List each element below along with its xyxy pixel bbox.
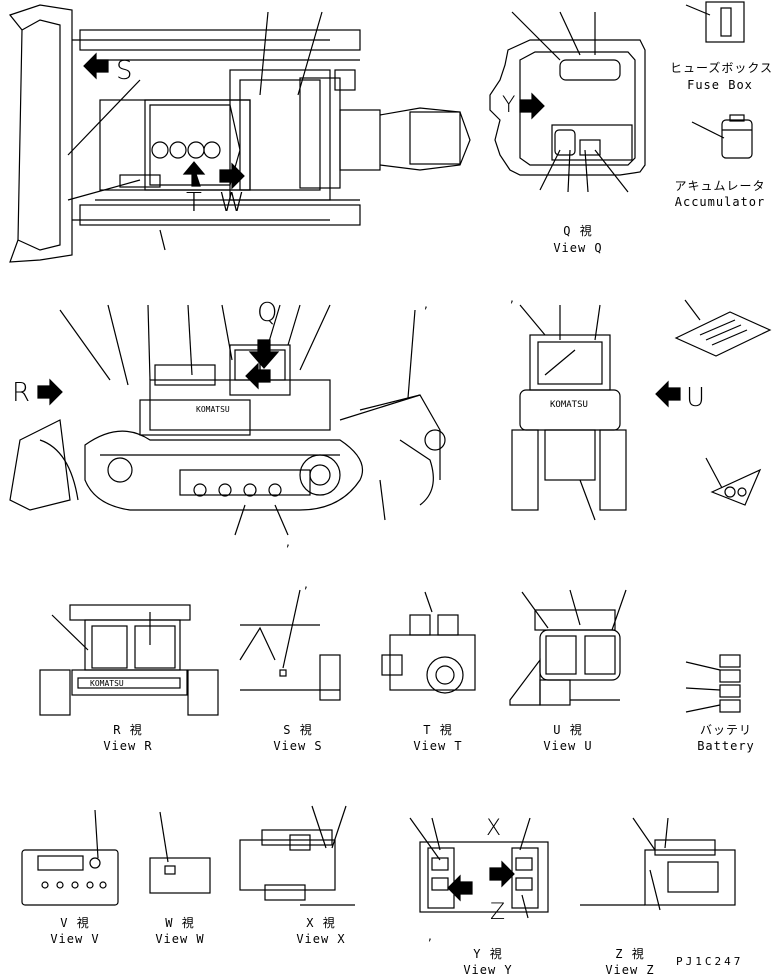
view-r-label-en: View R [103, 739, 153, 753]
view-s-label-en: View S [273, 739, 323, 753]
view-w-drawing [149, 811, 211, 894]
view-z-label-en: View Z [605, 963, 655, 977]
view-letter-u: U [686, 383, 706, 413]
view-r-label-jp: R 視 [113, 723, 143, 737]
brand-label-view-r: KOMATSU [90, 679, 124, 688]
view-letter-s: S [116, 56, 133, 86]
view-letter-w: W [219, 188, 245, 218]
view-u-drawing [509, 589, 627, 706]
view-v-label-en: View V [50, 932, 100, 946]
drawing-code: PJ1C247 [676, 955, 744, 968]
top-view-dozer [8, 4, 471, 263]
view-letter-q: Q [257, 298, 278, 328]
view-v-label-jp: V 視 [60, 916, 90, 930]
view-letter-r: R [12, 378, 31, 408]
view-t-drawing [381, 591, 476, 694]
view-letter-t: T [186, 188, 202, 218]
tick-mark: , [424, 297, 428, 311]
view-y-drawing [409, 817, 549, 919]
view-x-label-jp: X 視 [306, 916, 336, 930]
battery-label-en: Battery [697, 739, 755, 753]
battery-label-jp: バッテリ [699, 723, 752, 737]
fuse-box-label-jp: ヒューズボックス [670, 61, 772, 75]
tick-mark: , [286, 535, 290, 549]
view-t-label-jp: T 視 [423, 723, 453, 737]
view-v-drawing [21, 809, 119, 906]
fuse-box-drawing [685, 1, 745, 43]
view-u-label-en: View U [543, 739, 593, 753]
accumulator-drawing [691, 114, 753, 159]
tick-mark: , [428, 929, 432, 943]
view-letter-y: Y [502, 93, 516, 118]
view-letter-z: Z [490, 900, 506, 925]
view-t-label-en: View T [413, 739, 463, 753]
view-q-label-jp: Q 視 [563, 224, 593, 238]
view-s-drawing [239, 589, 341, 701]
accumulator-label-en: Accumulator [674, 195, 766, 209]
rear-view-dozer [511, 304, 681, 521]
decal-sheet-drawings [674, 299, 772, 506]
view-q-label-en: View Q [553, 241, 603, 255]
view-w-label-jp: W 視 [165, 916, 195, 930]
tick-mark: , [304, 577, 308, 591]
view-q-drawing [489, 11, 646, 193]
view-u-label-jp: U 視 [553, 723, 583, 737]
battery-drawing [685, 654, 741, 713]
view-s-label-jp: S 視 [283, 723, 313, 737]
view-y-label-en: View Y [463, 963, 513, 977]
brand-label-side: KOMATSU [196, 405, 230, 414]
brand-label-rear: KOMATSU [550, 400, 588, 410]
fuse-box-label-en: Fuse Box [687, 78, 753, 92]
accumulator-label-jp: アキュムレータ [674, 179, 766, 193]
view-w-label-en: View W [155, 932, 205, 946]
view-x-drawing [239, 805, 355, 906]
view-z-drawing [580, 817, 736, 911]
tick-mark: , [510, 291, 514, 305]
view-r-drawing [39, 604, 219, 716]
view-y-label-jp: Y 視 [473, 947, 503, 961]
view-z-label-jp: Z 視 [615, 947, 645, 961]
side-view-dozer [9, 304, 446, 536]
view-letter-x: X [486, 816, 502, 841]
view-x-label-en: View X [296, 932, 346, 946]
